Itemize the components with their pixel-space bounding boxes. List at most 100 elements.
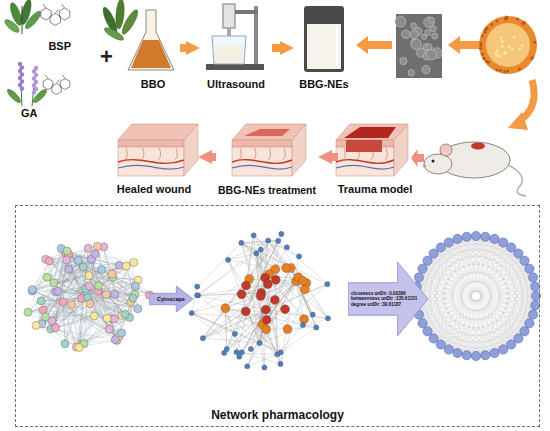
network-link xyxy=(241,243,275,269)
skin-dermis xyxy=(118,147,184,176)
network-link xyxy=(61,248,133,298)
plant-leaf xyxy=(3,18,21,35)
node-label: Network pharmacology xyxy=(211,409,344,423)
blood-vessel xyxy=(232,165,292,169)
network-link xyxy=(423,239,458,269)
network-link xyxy=(203,320,267,338)
node-label: betweenness unDir :135.61151 xyxy=(351,296,417,301)
vial-glint xyxy=(336,26,338,66)
image-panel: Healed wound xyxy=(110,118,198,196)
hub-node xyxy=(436,243,445,252)
network-link xyxy=(198,293,261,295)
network-link xyxy=(434,239,495,338)
network-link xyxy=(224,324,262,353)
hub-node xyxy=(453,234,462,243)
hub-node xyxy=(528,310,537,319)
hub-node xyxy=(481,232,490,241)
network-link xyxy=(467,237,533,278)
oil-dot xyxy=(501,45,504,48)
network-node xyxy=(262,325,271,334)
network-link xyxy=(90,280,138,304)
curved-arrow-head xyxy=(508,112,528,130)
surfactant-head xyxy=(530,57,533,60)
network-node xyxy=(134,305,142,313)
hub-node xyxy=(514,334,523,343)
network-link xyxy=(69,254,133,298)
network-link xyxy=(56,274,113,328)
network-link xyxy=(256,253,280,363)
network-node xyxy=(90,312,98,320)
arrow-shape: closeness unDir :0.00396betweenness unDi… xyxy=(348,262,428,336)
arrow-shape: Cytoscape xyxy=(149,286,193,312)
network-node xyxy=(261,305,270,314)
network-node xyxy=(84,244,92,252)
hub-node xyxy=(423,256,432,265)
network-link xyxy=(241,243,275,269)
ring-bond xyxy=(52,84,62,95)
hub-node xyxy=(507,340,516,349)
skin-block xyxy=(336,124,408,176)
network-link xyxy=(203,234,281,338)
sem-droplet xyxy=(400,57,407,64)
network-link xyxy=(90,266,126,304)
node-label: BBG-NEs treatment xyxy=(218,184,316,196)
network-node xyxy=(189,310,194,315)
flow-arrow xyxy=(180,44,186,52)
network-link xyxy=(65,333,122,344)
network-link xyxy=(104,247,138,280)
block-arrow xyxy=(448,36,480,54)
beaker-liquid xyxy=(215,46,243,63)
cytoscape-network xyxy=(189,231,331,370)
skin-block xyxy=(232,124,306,176)
network-node xyxy=(271,275,280,284)
hub-node xyxy=(471,351,480,360)
oil-dot xyxy=(504,52,507,55)
network-link xyxy=(417,287,512,345)
surfactant-head xyxy=(516,18,519,21)
sem-droplet xyxy=(421,34,426,39)
network-node xyxy=(86,300,94,308)
side-bond xyxy=(45,75,48,79)
network-link xyxy=(242,324,262,352)
network-link xyxy=(67,260,99,286)
network-node xyxy=(63,256,71,264)
network-link xyxy=(83,267,125,314)
network-link xyxy=(225,308,226,349)
network-link xyxy=(197,281,296,295)
network-link xyxy=(476,269,529,356)
skin-block xyxy=(118,124,198,176)
surfactant-head xyxy=(531,56,534,59)
oil-dot xyxy=(512,35,515,38)
surfactant-head xyxy=(484,30,487,33)
network-node xyxy=(248,346,253,351)
capillary xyxy=(239,148,241,160)
hub-node xyxy=(471,231,480,240)
network-node xyxy=(91,250,99,258)
network-node xyxy=(200,336,205,341)
side-bond xyxy=(55,9,58,13)
image-panel: BBG-NEs xyxy=(294,5,354,91)
network-link xyxy=(476,287,535,356)
network-node xyxy=(28,286,36,294)
network-link xyxy=(260,277,299,343)
network-link xyxy=(203,310,266,338)
device-base xyxy=(206,64,264,70)
network-link xyxy=(417,261,525,306)
network-link xyxy=(79,319,114,347)
hub-node xyxy=(525,264,534,273)
surfactant-head xyxy=(483,57,486,60)
capillary xyxy=(175,148,177,160)
network-link xyxy=(467,261,525,356)
hub-node xyxy=(481,351,490,360)
network-node xyxy=(43,273,51,281)
mouse-wound xyxy=(471,143,485,150)
sem-droplet xyxy=(424,17,434,27)
network-node xyxy=(284,245,289,250)
network-link xyxy=(419,269,530,278)
droplet-shell xyxy=(479,16,537,74)
network-link xyxy=(36,325,84,343)
network-link xyxy=(476,236,535,287)
oil-dot xyxy=(518,47,521,50)
hub-node xyxy=(507,243,516,252)
